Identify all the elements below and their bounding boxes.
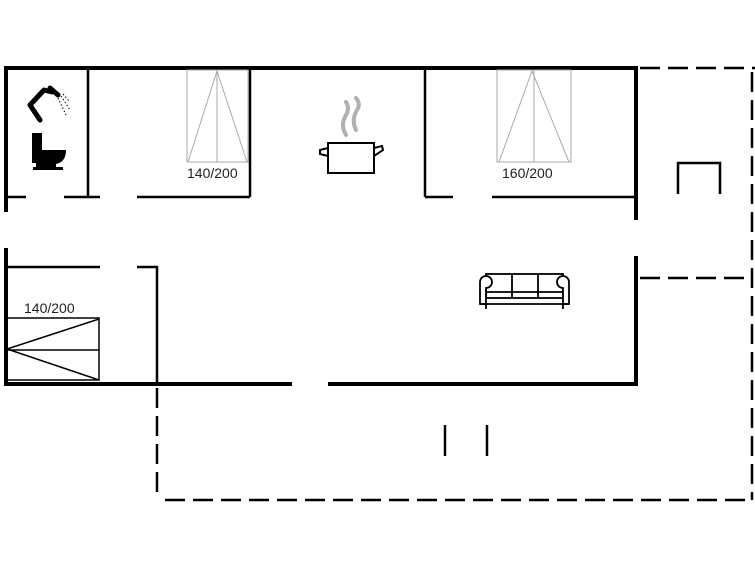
bed-160-200: 160/200 — [496, 69, 572, 181]
bed-label: 140/200 — [187, 165, 238, 181]
bed-140-200-top: 140/200 — [186, 69, 249, 181]
bed-label: 140/200 — [24, 300, 75, 316]
toilet-icon — [32, 133, 66, 170]
shower-icon — [27, 85, 71, 123]
sofa-icon — [479, 273, 570, 309]
cooking-pot-icon — [319, 96, 385, 174]
terrace-outline — [155, 66, 755, 502]
interior-walls — [6, 68, 636, 384]
bed-140-200-left: 140/200 — [4, 300, 100, 381]
exterior-walls — [4, 66, 638, 386]
entrance-markers — [443, 425, 489, 456]
bed-label: 160/200 — [502, 165, 553, 181]
outdoor-fixture — [676, 161, 722, 194]
